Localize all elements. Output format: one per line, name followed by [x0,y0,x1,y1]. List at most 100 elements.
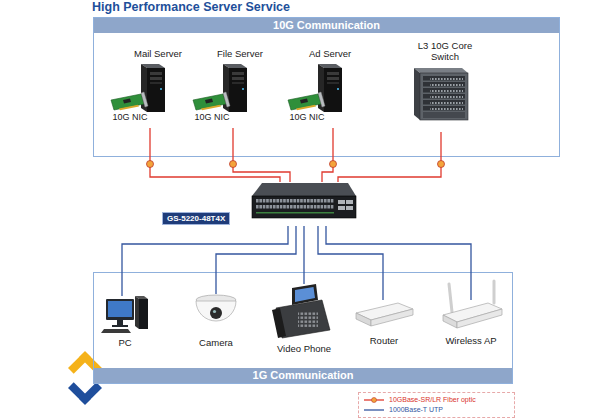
logo-bar [68,382,91,405]
line-card [423,106,465,111]
keyboard [101,329,131,333]
device-label: Camera [190,337,242,348]
utp-link [216,226,296,294]
screen [108,301,132,317]
antenna [493,281,496,303]
legend-text: 10GBase-SR/LR Fiber optic [389,395,476,405]
device-label: Video Phone [265,343,343,354]
monitor [106,299,134,320]
router-icon [356,303,413,326]
logo-bar [79,382,102,405]
chassis-side [414,68,420,120]
legend-sample [363,406,385,414]
line-card [423,82,465,87]
core-chassis [414,68,468,120]
ap-side [443,315,457,328]
line-card [423,88,465,93]
sfp-marker [230,161,237,168]
fiber-link [322,128,333,182]
nic-label: 10G NIC [108,112,152,122]
device-label: Router [352,335,416,346]
server-tower [223,64,247,112]
core-switch-node: L3 10G Core Switch [400,40,490,132]
device-label: PC [100,337,150,348]
device-label: Mail Server [118,48,198,59]
legend-row: 10GBase-SR/LR Fiber optic [363,395,510,405]
model-label: GS-5220-48T4X [162,212,230,225]
sfp-marker [147,161,154,168]
camera-dome [196,301,236,321]
device-label: Wireless AP [437,335,505,346]
phone-body [276,300,330,338]
server-tower [141,64,165,112]
line-card [423,94,465,99]
handset [272,308,286,338]
router-front [371,309,413,326]
sfp-port [346,206,353,210]
ap-icon [443,281,502,328]
router-side [356,313,371,326]
line-card [423,100,465,105]
monitor-stand [117,320,123,325]
card-ports [430,77,463,110]
nic-label: 10G NIC [285,112,329,122]
pc-top [135,296,148,299]
device-label: File Server [200,48,280,59]
device-label: Ad Server [290,48,370,59]
sfp-marker [330,161,337,168]
logo-bar [68,351,91,374]
camera-icon [196,295,236,321]
camera-base [196,295,236,305]
fiber-link [150,128,280,182]
nic-label: 10G NIC [190,112,234,122]
pc-side [135,296,139,329]
pc-icon [101,296,148,333]
server-tower [318,64,342,112]
legend-line [364,409,384,410]
pc-tower [139,299,148,329]
device-node: Router [352,300,416,346]
legend-marker [372,398,377,403]
camera-lens [210,307,222,319]
switch-top [252,183,356,196]
device-label: L3 10G Core Switch [417,40,473,62]
device-node: Video Phone [265,284,343,354]
router-top [356,303,413,320]
ap-top [443,303,502,322]
legend-sample [363,396,385,404]
chassis-front [420,73,468,120]
antenna [449,284,452,312]
legend-box: 10GBase-SR/LR Fiber optic1000Base-T UTP [358,392,515,418]
fiber-link [338,132,441,182]
zone-header: 1G Communication [94,368,512,383]
switch-node: GS-5220-48T4X [162,182,357,226]
page-title: High Performance Server Service [92,0,290,15]
ap-front [457,309,502,328]
utp-link [318,226,383,300]
utp-link [326,226,471,300]
zone-header: 10G Communication [94,18,559,33]
sfp-port [338,206,345,210]
status-leds [256,212,334,214]
lens-glint [213,310,216,313]
phone-icon [272,284,330,338]
sfp-port [346,200,353,204]
phone-screen [295,287,315,302]
line-card [423,76,465,81]
nic-card [111,92,148,110]
utp-link [122,226,288,296]
nic-card [288,92,325,110]
switch-front [252,196,356,218]
sfp-marker [438,161,445,168]
monitor-base [112,325,128,327]
device-node: Wireless AP [437,300,505,346]
network-zone: 1G Communication PC CameraVideo Phone Route… [93,272,513,384]
device-node: PC [100,296,150,348]
sfp-port [338,200,345,204]
switch-body [252,183,356,218]
